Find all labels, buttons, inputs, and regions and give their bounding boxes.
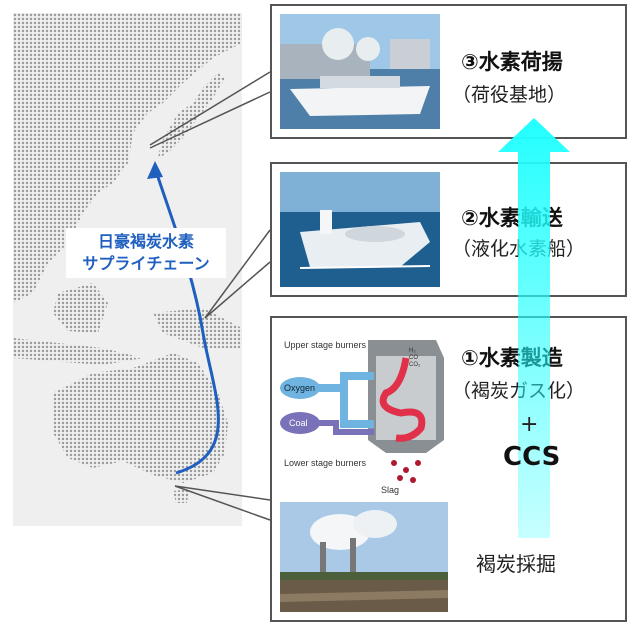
slag-label: Slag <box>381 485 399 495</box>
ccs-label: CCS <box>503 442 561 472</box>
terminal-ship-photo <box>280 14 440 129</box>
supply-route-arrowhead <box>147 161 163 179</box>
coal-node <box>280 412 320 434</box>
lower-burners-label: Lower stage burners <box>284 458 367 468</box>
stage-number-1: ① <box>461 346 479 370</box>
panel-production: Upper stage burners H₂ CO CO₂ Oxygen Coa… <box>270 316 627 622</box>
plus-sign: + <box>520 412 539 437</box>
coal-label: Coal <box>289 418 308 428</box>
stage-subtitle-unloading: （荷役基地） <box>452 84 567 106</box>
stage-number-3: ③ <box>461 50 479 74</box>
stage-number-2: ② <box>461 206 479 230</box>
stage-title-unloading: ③水素荷揚 <box>461 46 563 76</box>
stage-title-unloading-text: 水素荷揚 <box>478 50 563 74</box>
coal-mine-photo <box>280 502 448 612</box>
supply-route-line <box>153 167 220 475</box>
gas-label-co2: CO₂ <box>409 362 421 368</box>
supply-chain-label: 日豪褐炭水素 サプライチェーン <box>66 228 226 278</box>
panel-transport: ②水素輸送 （液化水素船） <box>270 162 627 297</box>
oxygen-label: Oxygen <box>284 383 315 393</box>
borneo-landmass <box>53 283 108 333</box>
gas-label-h2: H₂ <box>409 348 416 354</box>
australia-landmass <box>53 353 228 483</box>
process-flow-arrow <box>498 118 570 538</box>
gasifier-flame <box>379 357 426 442</box>
tasmania-landmass <box>173 489 189 503</box>
supply-chain-label-line1: 日豪褐炭水素 <box>97 232 194 251</box>
hydrogen-carrier-photo <box>280 172 440 287</box>
panel-unloading: ③水素荷揚 （荷役基地） <box>270 4 627 139</box>
gasifier-diagram: Upper stage burners H₂ CO CO₂ Oxygen Coa… <box>276 328 456 498</box>
new-guinea-landmass <box>153 308 242 348</box>
upper-burners-label: Upper stage burners <box>284 340 367 350</box>
supply-chain-label-line2: サプライチェーン <box>82 254 210 273</box>
mining-label: 褐炭採掘 <box>476 552 556 576</box>
indonesia-landmass <box>13 338 143 365</box>
oxygen-node <box>280 377 320 399</box>
gas-label-co: CO <box>409 355 418 361</box>
